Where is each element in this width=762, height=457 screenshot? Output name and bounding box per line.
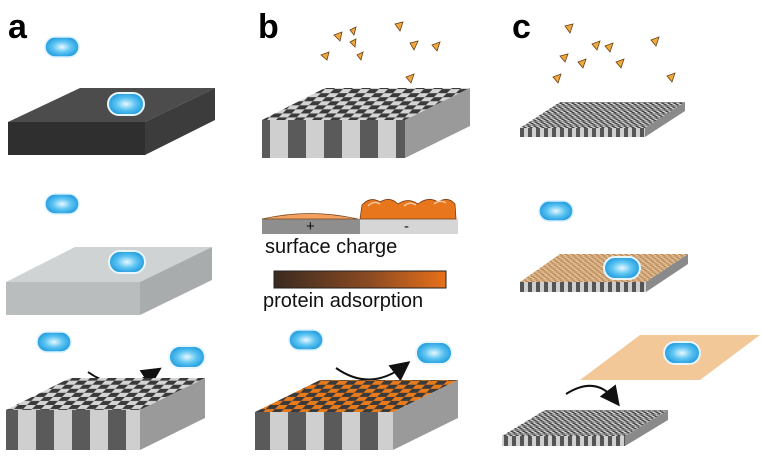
bacterium-icon bbox=[36, 331, 72, 353]
positive-sign: + bbox=[306, 218, 315, 235]
detach-arrow-icon bbox=[565, 384, 620, 407]
bacterium-icon bbox=[44, 36, 80, 58]
protein-coated-substrate-slab bbox=[255, 380, 458, 450]
bacterium-icon bbox=[415, 341, 453, 365]
protein-adsorption-title: protein adsorption bbox=[263, 290, 423, 312]
protein-coated-fine-substrate-slab bbox=[520, 254, 688, 292]
protein-adsorption-gradient bbox=[273, 270, 447, 289]
surface-charge-legend bbox=[261, 199, 458, 234]
surface-charge-title: surface charge bbox=[265, 236, 397, 258]
bacterium-icon bbox=[44, 193, 80, 215]
detach-arrow-icon bbox=[335, 361, 411, 382]
fine-patterned-substrate-slab bbox=[520, 102, 685, 137]
bacterium-icon bbox=[288, 329, 324, 351]
bacterium-icon bbox=[107, 92, 145, 116]
fine-patterned-substrate-slab bbox=[502, 410, 668, 446]
bacterium-icon bbox=[168, 345, 206, 369]
patterned-substrate-slab bbox=[6, 378, 205, 450]
bacterium-icon bbox=[108, 250, 146, 274]
protein-particles bbox=[552, 23, 676, 84]
bacterium-icon bbox=[603, 256, 641, 280]
panel-label-b: b bbox=[258, 8, 279, 46]
protein-particles bbox=[320, 21, 441, 84]
bacterium-icon bbox=[663, 341, 701, 365]
bacterium-icon bbox=[538, 200, 574, 222]
panel-label-c: c bbox=[512, 8, 531, 46]
patterned-substrate-slab bbox=[262, 88, 470, 158]
negative-sign: - bbox=[404, 218, 409, 235]
panel-label-a: a bbox=[8, 8, 28, 46]
